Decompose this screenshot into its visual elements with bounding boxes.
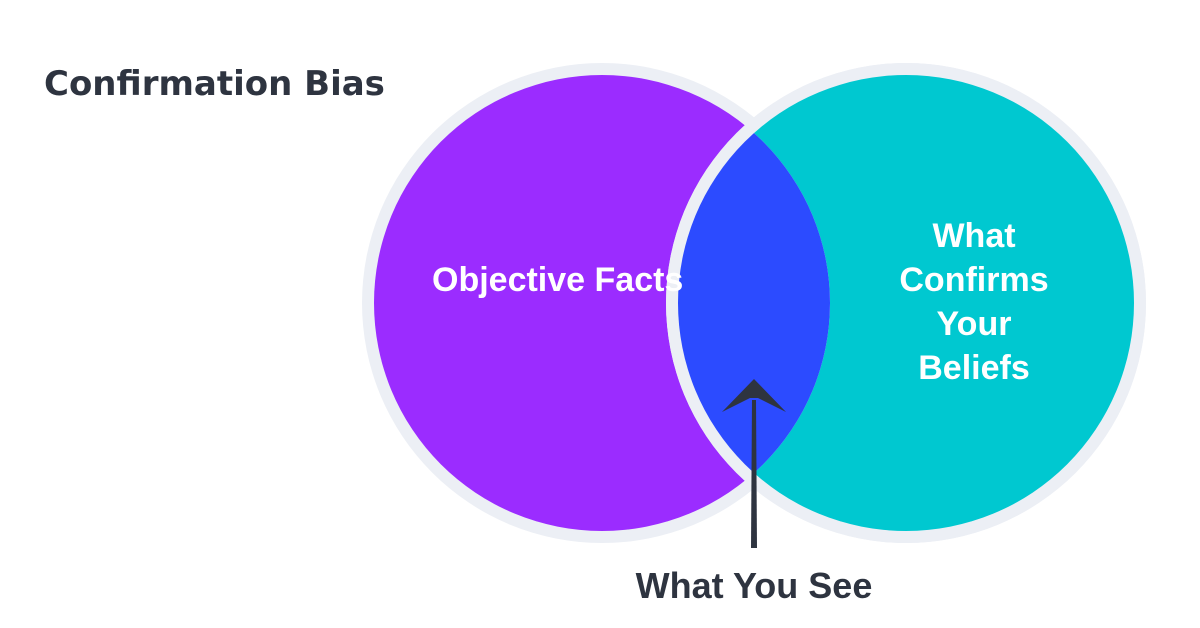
left-circle-label: Objective Facts: [432, 261, 684, 299]
diagram-title: Confirmation Bias: [44, 64, 385, 104]
right-circle-label-line: Your: [936, 305, 1012, 343]
right-circle-label-line: Beliefs: [918, 349, 1030, 387]
right-circle-label: What Confirms Your Beliefs: [874, 214, 1074, 390]
arrow-icon: [722, 379, 786, 548]
right-circle-label-line: Confirms: [899, 261, 1049, 299]
intersection-label: What You See: [635, 565, 873, 606]
right-circle-label-line: What: [932, 217, 1016, 255]
intersection-what-you-see: [678, 75, 830, 531]
